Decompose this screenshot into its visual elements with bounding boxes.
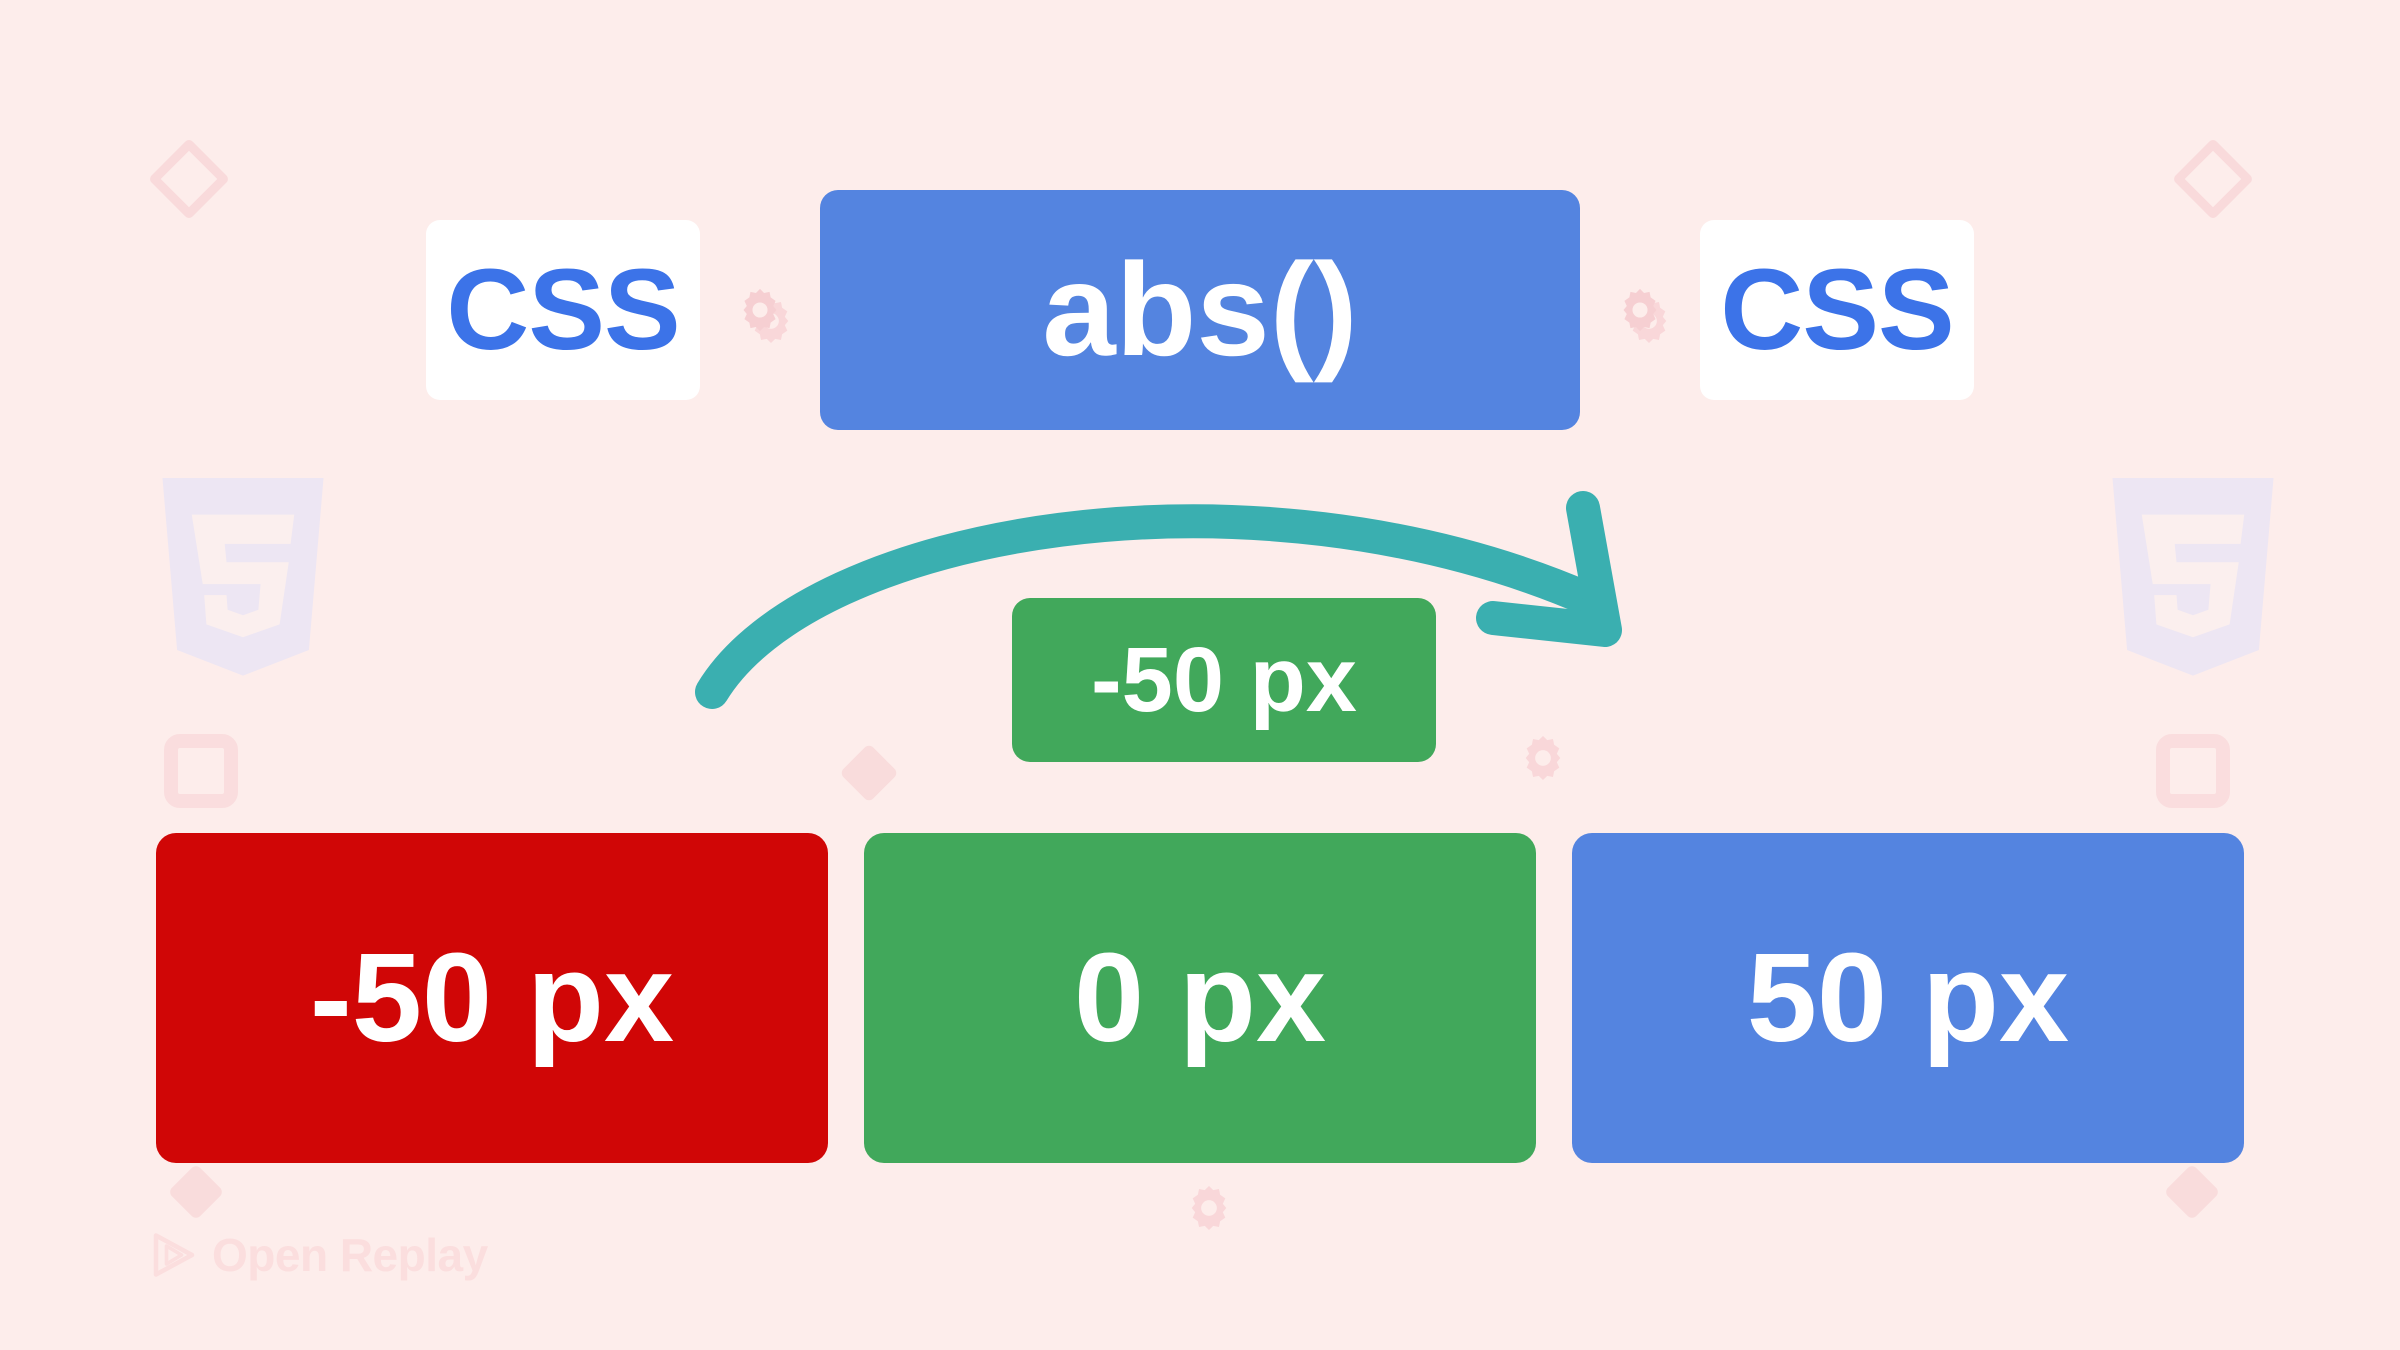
gear-icon-left	[743, 288, 777, 332]
abs-title-chip: abs()	[820, 190, 1580, 430]
gear-slot-right	[1580, 288, 1700, 332]
css-chip-right: CSS	[1700, 220, 1974, 400]
result-badge: -50 px	[1012, 598, 1436, 762]
value-box-zero: 0 px	[864, 833, 1536, 1163]
curved-arrow-container	[690, 470, 1720, 730]
gear-icon-bg-4	[1191, 1185, 1227, 1231]
css-chip-left-label: CSS	[446, 245, 680, 374]
play-triangle-icon	[153, 1233, 195, 1277]
square-outline-left	[164, 734, 238, 808]
square-outline-right	[2156, 734, 2230, 808]
value-row: -50 px 0 px 50 px	[0, 828, 2400, 1168]
value-box-negative-label: -50 px	[309, 927, 675, 1068]
brand-watermark-label: Open Replay	[212, 1229, 488, 1281]
result-badge-label: -50 px	[1091, 629, 1357, 731]
gear-icon-right	[1623, 288, 1657, 332]
css3-shield-watermark-right	[2112, 478, 2274, 676]
abs-title-label: abs()	[1042, 236, 1358, 383]
value-box-zero-label: 0 px	[1073, 927, 1327, 1068]
brand-watermark: Open Replay	[150, 1228, 488, 1282]
gear-slot-left	[700, 288, 820, 332]
diamond-solid-bottom-left	[167, 1163, 225, 1221]
value-box-negative: -50 px	[156, 833, 828, 1163]
diamond-solid-center	[839, 743, 899, 803]
css-chip-right-label: CSS	[1720, 245, 1954, 374]
css3-shield-watermark-left	[162, 478, 324, 676]
value-box-positive: 50 px	[1572, 833, 2244, 1163]
gear-icon-bg-3	[1525, 735, 1561, 781]
curved-arrow-icon	[695, 491, 1622, 709]
value-box-positive-label: 50 px	[1746, 927, 2070, 1068]
css-chip-left: CSS	[426, 220, 700, 400]
diamond-solid-bottom-right	[2163, 1163, 2221, 1221]
header-row: CSS abs() CSS	[0, 190, 2400, 430]
